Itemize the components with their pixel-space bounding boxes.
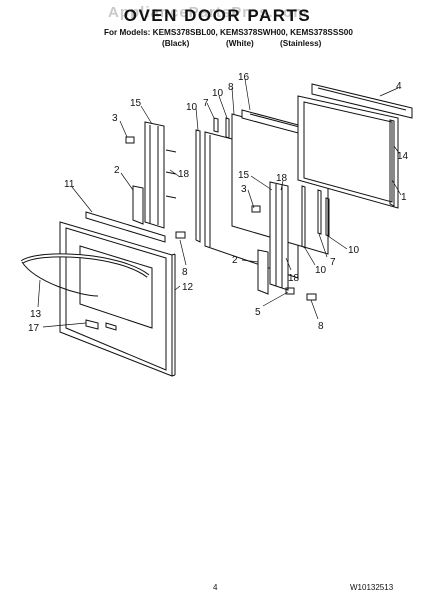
callout-label: 10 — [212, 88, 224, 99]
callout-label: 8 — [318, 321, 324, 332]
callout-label: 18 — [178, 169, 190, 180]
right-hinge-assembly — [251, 181, 317, 301]
callout-label: 10 — [186, 102, 198, 113]
callout-label: 7 — [203, 98, 209, 109]
part-number: W10132513 — [350, 583, 394, 592]
callout-label: 3 — [241, 184, 247, 195]
callout-label: 4 — [396, 81, 402, 92]
left-spacer-strips — [195, 117, 230, 243]
rear-glass — [297, 95, 399, 209]
callout-label: 13 — [30, 309, 42, 320]
callout-label: 8 — [182, 267, 188, 278]
door-handle — [20, 253, 150, 297]
callout-label: 18 — [288, 273, 300, 284]
callout-label: 7 — [330, 257, 336, 268]
window-gasket — [85, 211, 166, 243]
top-trim — [311, 83, 413, 119]
page-number: 4 — [213, 583, 218, 592]
callout-label: 18 — [276, 173, 288, 184]
callout-label: 2 — [232, 255, 238, 266]
variant-black: (Black) — [162, 39, 190, 48]
callout-label: 2 — [114, 165, 120, 176]
callout-label: 1 — [401, 192, 407, 203]
models-line: For Models: KEMS378SBL00, KEMS378SWH00, … — [104, 28, 353, 37]
callout-label: 12 — [182, 282, 194, 293]
outer-door-panel — [59, 221, 176, 377]
side-trim-strip — [389, 119, 395, 207]
callout-label: 10 — [348, 245, 360, 256]
callouts: 15 3 2 18 11 13 17 12 8 10 7 10 8 16 4 1… — [28, 72, 409, 334]
leader-lines — [37, 78, 402, 328]
callout-label: 16 — [238, 72, 250, 83]
page-title: OVEN DOOR PARTS — [123, 6, 312, 25]
variant-stainless: (Stainless) — [280, 39, 322, 48]
callout-label: 17 — [28, 323, 40, 334]
callout-label: 3 — [112, 113, 118, 124]
watermark: AppliancePartsPros.com — [108, 4, 308, 21]
handle-trim — [85, 319, 117, 331]
callout-label: 10 — [315, 265, 327, 276]
callout-label: 15 — [130, 98, 142, 109]
callout-label: 15 — [238, 170, 250, 181]
variant-white: (White) — [226, 39, 254, 48]
callout-label: 14 — [397, 151, 409, 162]
callout-label: 8 — [228, 82, 234, 93]
left-hinge-assembly — [125, 121, 186, 239]
callout-label: 11 — [64, 179, 75, 190]
callout-label: 5 — [255, 307, 261, 318]
